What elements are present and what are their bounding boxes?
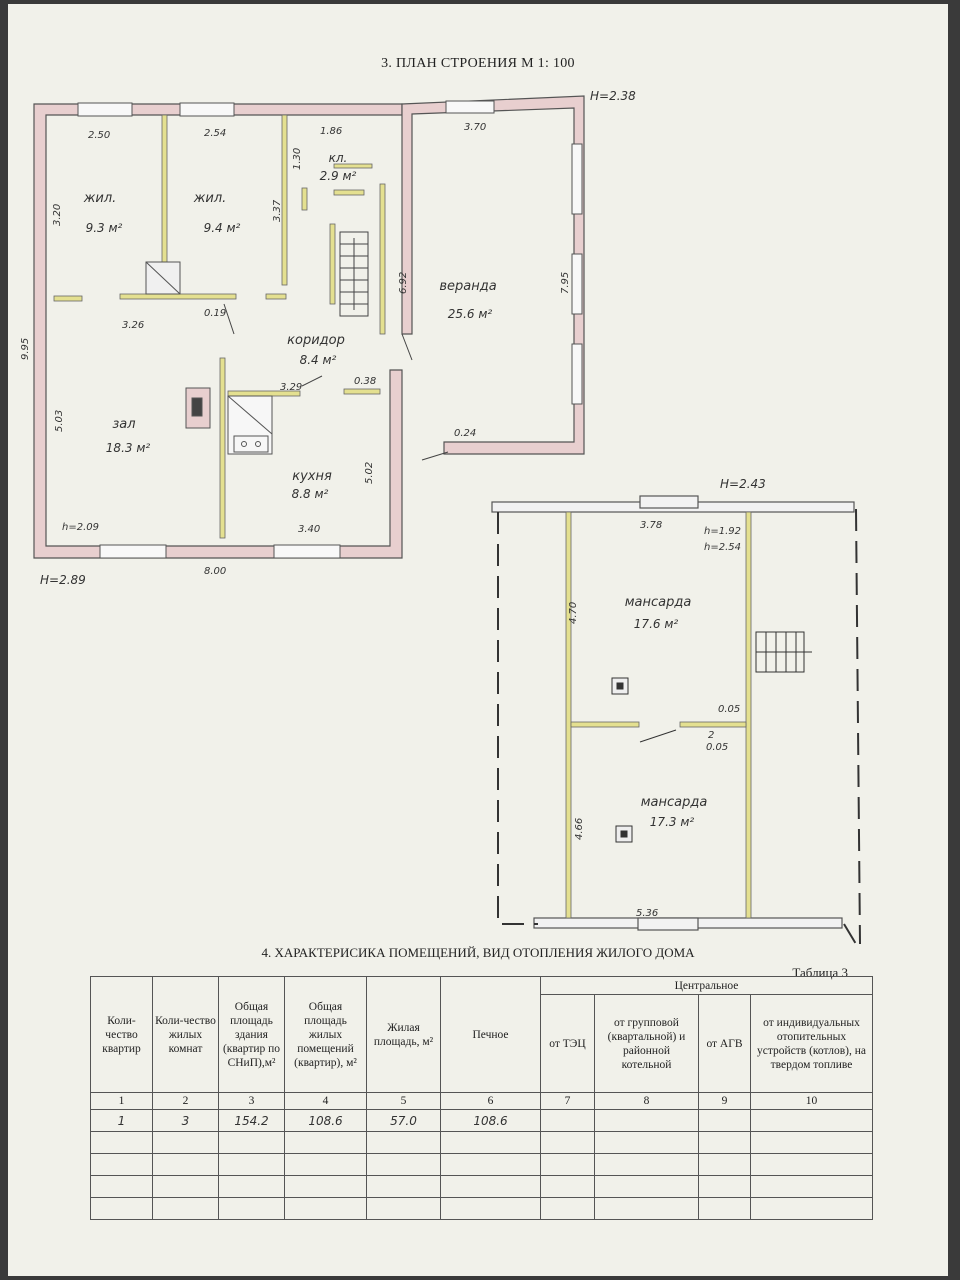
table-row: 1 3 154.2 108.6 57.0 108.6 <box>90 1109 874 1132</box>
table-row <box>90 1175 874 1198</box>
kitchen-stove-icon <box>227 395 273 455</box>
svg-text:8.4 м²: 8.4 м² <box>300 353 337 367</box>
svg-text:кухня: кухня <box>292 469 332 484</box>
svg-text:9.3 м²: 9.3 м² <box>86 221 123 235</box>
table-row <box>90 1197 874 1220</box>
svg-text:1.30: 1.30 <box>292 148 303 170</box>
header-apartments: Коли-чество квартир <box>90 976 153 1093</box>
header-tec: от ТЭЦ <box>540 994 595 1093</box>
header-central: Центральное <box>539 976 874 995</box>
door-lines <box>223 303 449 461</box>
svg-text:17.6 м²: 17.6 м² <box>634 617 679 631</box>
svg-text:5.36: 5.36 <box>636 908 658 919</box>
svg-text:жил.: жил. <box>83 191 117 206</box>
svg-text:3.40: 3.40 <box>298 524 320 535</box>
svg-text:H=2.43: H=2.43 <box>720 477 766 491</box>
svg-text:18.3 м²: 18.3 м² <box>106 441 151 455</box>
attic-stairs-icon <box>639 631 812 743</box>
svg-text:3.29: 3.29 <box>280 382 302 393</box>
svg-text:мансарда: мансарда <box>641 795 708 810</box>
height-labels: H=2.38 H=2.89 H=2.43 <box>40 89 766 587</box>
svg-text:8.8 м²: 8.8 м² <box>292 487 329 501</box>
svg-text:8.00: 8.00 <box>204 566 226 577</box>
svg-text:3.70: 3.70 <box>464 122 486 133</box>
svg-text:3.78: 3.78 <box>640 520 662 531</box>
svg-text:6.92: 6.92 <box>398 272 409 294</box>
svg-text:7.95: 7.95 <box>560 272 571 294</box>
table-row <box>90 1153 874 1176</box>
partitions <box>53 114 386 539</box>
svg-text:4.66: 4.66 <box>574 818 585 840</box>
dimension-labels: 2.50 2.54 1.86 3.70 1.30 3.20 3.37 6.92 … <box>20 122 741 919</box>
svg-text:зал: зал <box>112 417 135 432</box>
svg-text:2.50: 2.50 <box>88 130 110 141</box>
header-rooms: Коли-чество жилых комнат <box>152 976 219 1093</box>
attic-chimney-icons <box>611 677 633 843</box>
attic-partitions <box>565 511 752 919</box>
svg-text:0.05: 0.05 <box>718 704 740 715</box>
column-numbers-row: 1 2 3 4 5 6 7 8 9 10 <box>90 1092 874 1110</box>
rooms-heating-table: Коли-чество квартир Коли-чество жилых ко… <box>90 976 874 1220</box>
windows <box>77 100 583 559</box>
svg-text:3.20: 3.20 <box>52 204 63 226</box>
document-sheet: 3. ПЛАН СТРОЕНИЯ М 1: 100 <box>8 4 948 1276</box>
svg-text:H=2.89: H=2.89 <box>40 573 86 587</box>
header-individual-boiler: от индивидуальных отопительных устройств… <box>749 994 874 1093</box>
stove-icon <box>145 261 211 429</box>
header-living-premises-area: Общая площадь жилых помещений (квартир),… <box>284 976 367 1093</box>
svg-text:0.38: 0.38 <box>354 376 376 387</box>
plan-title: 3. ПЛАН СТРОЕНИЯ М 1: 100 <box>381 56 575 71</box>
svg-text:кл.: кл. <box>329 151 348 165</box>
attic-dashed-outline <box>497 508 861 944</box>
svg-text:веранда: веранда <box>439 279 496 294</box>
svg-text:9.4 м²: 9.4 м² <box>204 221 241 235</box>
table-row <box>90 1131 874 1154</box>
svg-text:H=2.38: H=2.38 <box>590 89 636 103</box>
header-total-area: Общая площадь здания (квартир по СНиП),м… <box>218 976 285 1093</box>
svg-text:4.70: 4.70 <box>568 602 579 624</box>
svg-text:3.37: 3.37 <box>272 199 283 222</box>
stairs-icon <box>339 231 369 317</box>
header-agv: от АГВ <box>698 994 751 1093</box>
header-stove-heating: Печное <box>440 976 541 1093</box>
svg-text:0.24: 0.24 <box>454 428 476 439</box>
svg-text:2: 2 <box>708 730 714 741</box>
svg-text:3.26: 3.26 <box>122 320 144 331</box>
svg-text:коридор: коридор <box>287 333 345 348</box>
svg-text:0.19: 0.19 <box>204 308 226 319</box>
room-labels: жил. 9.3 м² жил. 9.4 м² кл. 2.9 м² веран… <box>83 151 708 829</box>
header-group-boiler: от групповой (квартальной) и районной ко… <box>594 994 699 1093</box>
svg-text:мансарда: мансарда <box>625 595 692 610</box>
header-living-area: Жилая площадь, м² <box>366 976 441 1093</box>
svg-text:5.02: 5.02 <box>364 462 375 484</box>
svg-text:h=1.92: h=1.92 <box>704 526 741 537</box>
svg-text:жил.: жил. <box>193 191 227 206</box>
svg-text:2.9 м²: 2.9 м² <box>320 169 357 183</box>
svg-text:17.3 м²: 17.3 м² <box>650 815 695 829</box>
svg-text:h=2.54: h=2.54 <box>704 542 741 553</box>
svg-text:5.03: 5.03 <box>54 410 65 432</box>
floor-plan-drawing: H=2.38 H=2.89 H=2.43 жил. 9.3 м² жил. 9.… <box>20 89 861 944</box>
svg-text:9.95: 9.95 <box>20 338 31 360</box>
svg-text:0.05: 0.05 <box>706 742 728 753</box>
attic-walls <box>491 495 855 931</box>
section-4-title: 4. ХАРАКТЕРИСИКА ПОМЕЩЕНИЙ, ВИД ОТОПЛЕНИ… <box>261 945 695 960</box>
svg-text:2.54: 2.54 <box>204 128 226 139</box>
svg-text:25.6 м²: 25.6 м² <box>448 307 493 321</box>
svg-text:1.86: 1.86 <box>320 126 342 137</box>
svg-text:h=2.09: h=2.09 <box>62 522 99 533</box>
